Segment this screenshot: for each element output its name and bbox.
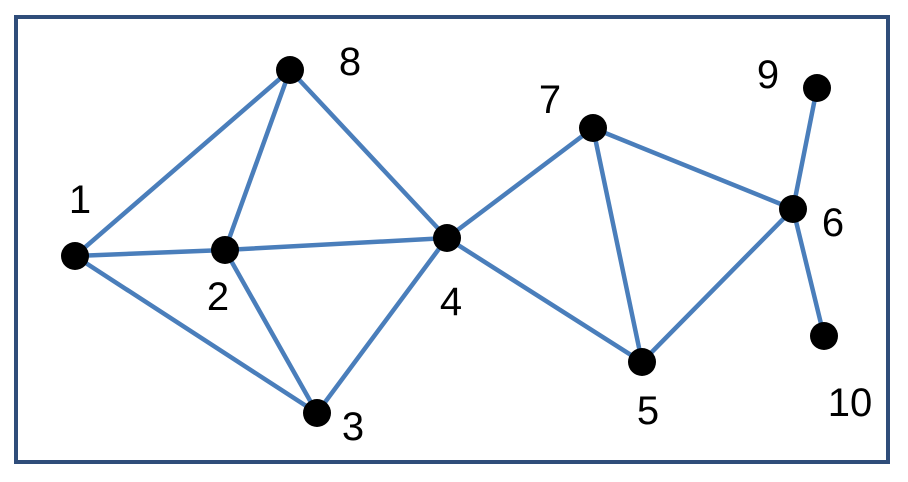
node-label-8: 8 bbox=[339, 40, 361, 84]
node-label-3: 3 bbox=[342, 405, 364, 449]
node-label-4: 4 bbox=[440, 280, 462, 324]
node-label-5: 5 bbox=[637, 389, 659, 433]
node-label-6: 6 bbox=[822, 201, 844, 245]
node-label-9: 9 bbox=[757, 53, 779, 97]
edge-1-2 bbox=[72, 247, 228, 259]
node-2 bbox=[211, 236, 239, 264]
edge-4-7 bbox=[444, 125, 596, 241]
edge-2-8 bbox=[222, 67, 293, 253]
node-6 bbox=[779, 195, 807, 223]
node-10 bbox=[810, 322, 838, 350]
edge-1-3 bbox=[72, 253, 320, 416]
edge-7-5 bbox=[590, 125, 645, 365]
node-8 bbox=[276, 56, 304, 84]
node-label-10: 10 bbox=[828, 381, 873, 425]
labels-layer: 1 2 3 4 5 6 7 8 9 10 bbox=[69, 40, 872, 449]
edges-layer bbox=[72, 67, 827, 416]
node-1 bbox=[61, 242, 89, 270]
edge-2-4 bbox=[222, 235, 450, 253]
edge-3-4 bbox=[314, 235, 450, 416]
edge-4-5 bbox=[444, 235, 645, 365]
node-label-7: 7 bbox=[539, 78, 561, 122]
node-label-1: 1 bbox=[69, 178, 91, 222]
node-3 bbox=[303, 399, 331, 427]
nodes-layer bbox=[61, 56, 838, 427]
edge-5-6 bbox=[639, 206, 796, 365]
edge-6-9 bbox=[790, 85, 820, 212]
edge-6-10 bbox=[790, 206, 827, 339]
edge-7-6 bbox=[590, 125, 796, 212]
edge-2-3 bbox=[222, 247, 320, 416]
edge-8-4 bbox=[287, 67, 450, 241]
node-7 bbox=[579, 114, 607, 142]
node-9 bbox=[803, 74, 831, 102]
node-label-2: 2 bbox=[207, 275, 229, 319]
edge-1-8 bbox=[72, 67, 293, 259]
node-5 bbox=[628, 348, 656, 376]
node-4 bbox=[433, 224, 461, 252]
